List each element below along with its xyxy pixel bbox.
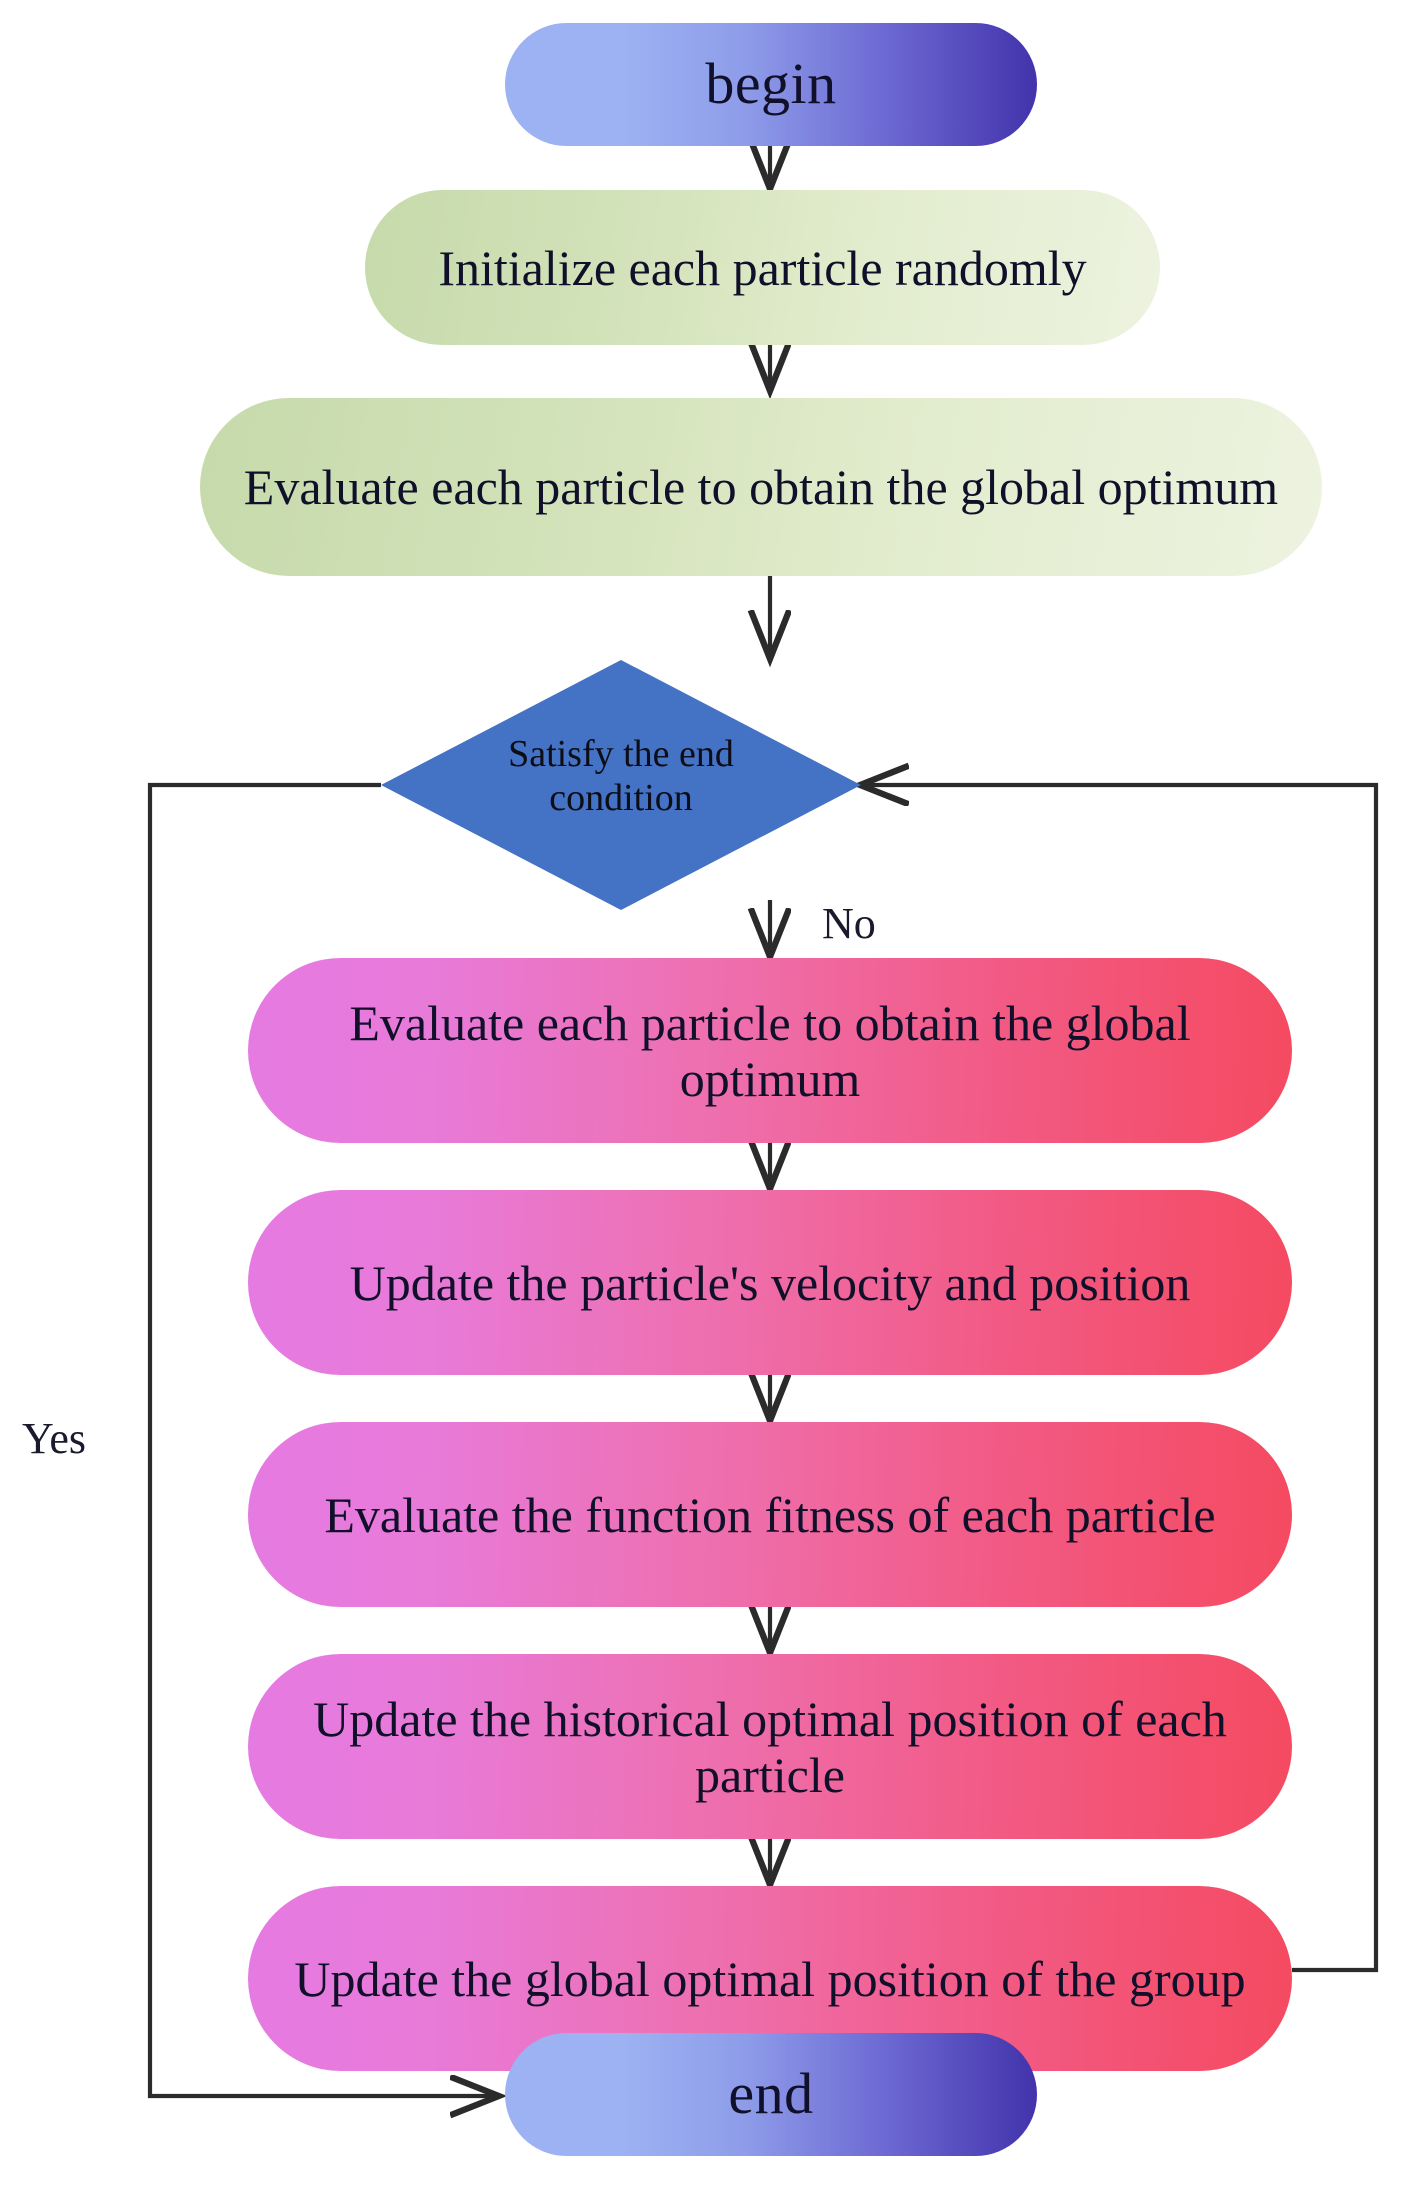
node-loop-evaluate-fitness-label: Evaluate the function fitness of each pa… bbox=[324, 1486, 1216, 1543]
node-loop-update-velocity-label: Update the particle's velocity and posit… bbox=[349, 1254, 1191, 1311]
node-end[interactable]: end bbox=[505, 2033, 1037, 2156]
node-begin[interactable]: begin bbox=[505, 23, 1037, 146]
node-decision-satisfy-end-condition[interactable]: Satisfy the end condition bbox=[381, 660, 861, 910]
node-loop-update-historical-label: Update the historical optimal position o… bbox=[313, 1690, 1227, 1803]
node-loop-evaluate-global-label: Evaluate each particle to obtain the glo… bbox=[349, 994, 1191, 1107]
node-loop-evaluate-global[interactable]: Evaluate each particle to obtain the glo… bbox=[248, 958, 1292, 1143]
node-loop-update-global-label: Update the global optimal position of th… bbox=[294, 1950, 1246, 2007]
node-evaluate-global[interactable]: Evaluate each particle to obtain the glo… bbox=[200, 398, 1322, 576]
node-end-label: end bbox=[728, 2061, 814, 2127]
edge-label-yes: Yes bbox=[22, 1414, 87, 1463]
edge-label-no: No bbox=[822, 899, 876, 948]
node-decision-label: Satisfy the end condition bbox=[508, 733, 734, 819]
node-loop-update-velocity[interactable]: Update the particle's velocity and posit… bbox=[248, 1190, 1292, 1375]
node-initialize-label: Initialize each particle randomly bbox=[438, 239, 1087, 296]
node-loop-evaluate-fitness[interactable]: Evaluate the function fitness of each pa… bbox=[248, 1422, 1292, 1607]
node-begin-label: begin bbox=[705, 51, 837, 117]
node-evaluate-global-label: Evaluate each particle to obtain the glo… bbox=[243, 459, 1279, 515]
node-loop-update-historical[interactable]: Update the historical optimal position o… bbox=[248, 1654, 1292, 1839]
node-initialize[interactable]: Initialize each particle randomly bbox=[365, 190, 1160, 345]
